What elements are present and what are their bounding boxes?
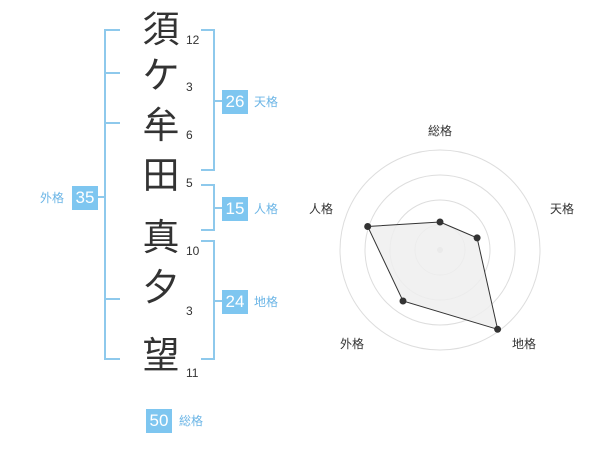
- radar-axis-label-gaikaku: 外格: [340, 337, 365, 351]
- stroke-count-5: 10: [186, 244, 200, 258]
- tenkaku-value: 26: [222, 90, 248, 114]
- gaikaku-bracket-tick: [104, 298, 120, 300]
- stroke-count-4: 5: [186, 176, 193, 190]
- gaikaku-bracket: [104, 29, 120, 360]
- jinkaku-label: 人格: [254, 202, 279, 216]
- name-char-5: 真: [142, 216, 180, 259]
- radar-axis-label-chikaku: 地格: [512, 337, 537, 351]
- stroke-count-6: 3: [186, 304, 193, 318]
- radar-grid-ring: [339, 149, 541, 351]
- chikaku-value: 24: [222, 290, 248, 314]
- stroke-count-3: 6: [186, 128, 193, 142]
- gaikaku-value: 35: [72, 186, 98, 210]
- stroke-count-2: 3: [186, 80, 193, 94]
- jinkaku-value: 15: [222, 197, 248, 221]
- radar-axis-label-soukaku: 総格: [428, 124, 453, 138]
- radar-axis-label-jinkaku: 人格: [309, 202, 334, 216]
- gaikaku-label: 外格: [40, 191, 65, 205]
- radar-point: [436, 218, 444, 226]
- name-char-1: 須: [142, 8, 180, 51]
- name-char-4: 田: [142, 154, 180, 197]
- chikaku-connector: [214, 300, 222, 302]
- tenkaku-connector: [214, 100, 222, 102]
- radar-point: [494, 325, 502, 333]
- radar-points: [364, 218, 502, 333]
- radar-point: [364, 223, 372, 230]
- stroke-count-7: 11: [186, 366, 199, 380]
- radar-grid-ring: [364, 174, 516, 326]
- gaikaku-connector: [96, 196, 104, 198]
- jinkaku-connector: [214, 207, 222, 209]
- radar-point: [399, 297, 407, 305]
- radar-point: [473, 234, 481, 242]
- soukaku-label: 総格: [179, 414, 204, 428]
- name-char-7: 望: [142, 334, 180, 377]
- chikaku-label: 地格: [254, 295, 279, 309]
- tenkaku-label: 天格: [254, 95, 279, 109]
- name-char-3: 牟: [142, 104, 180, 147]
- name-char-6: 夕: [142, 266, 180, 309]
- name-char-2: ケ: [142, 54, 180, 97]
- stroke-count-1: 12: [186, 33, 200, 47]
- gaikaku-bracket-tick: [104, 122, 120, 124]
- gaikaku-bracket-tick: [104, 72, 120, 74]
- radar-axis-label-tenkaku: 天格: [550, 202, 575, 216]
- soukaku-value: 50: [146, 409, 172, 433]
- radar-polygon: [366, 221, 499, 331]
